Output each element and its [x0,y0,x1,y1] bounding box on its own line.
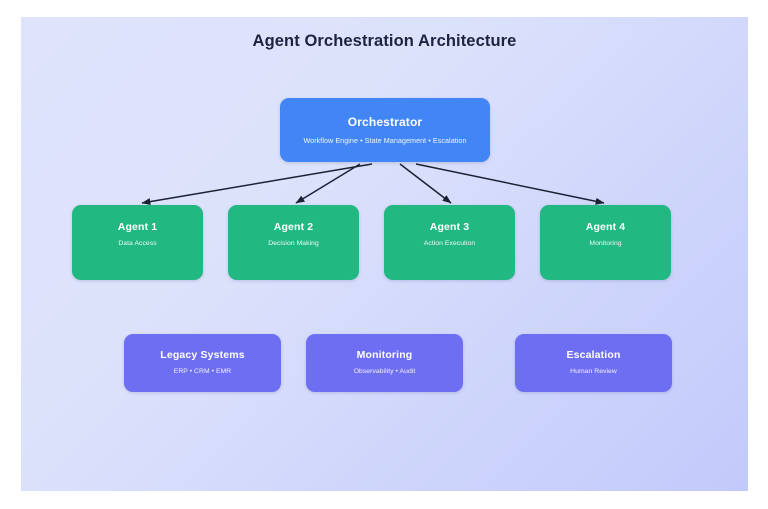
node-monitoring[interactable]: Monitoring Observability • Audit [306,334,463,392]
node-legacy-systems-subtitle: ERP • CRM • EMR [173,367,232,375]
node-escalation[interactable]: Escalation Human Review [515,334,672,392]
node-escalation-title: Escalation [566,349,621,361]
node-agent-3-title: Agent 3 [429,221,470,233]
node-agent-1-title: Agent 1 [117,221,158,233]
node-monitoring-title: Monitoring [356,349,413,361]
connector-orchestrator-agent-3 [399,163,452,204]
diagram-canvas: Agent Orchestration Architecture Orchest… [21,17,748,491]
node-agent-2-title: Agent 2 [273,221,314,233]
node-orchestrator[interactable]: Orchestrator Workflow Engine • State Man… [280,98,490,162]
node-legacy-systems-title: Legacy Systems [160,349,245,361]
connector-orchestrator-agent-4 [415,163,605,205]
connector-orchestrator-agent-1 [141,163,373,206]
connector-orchestrator-agent-2 [295,163,361,204]
node-orchestrator-subtitle: Workflow Engine • State Management • Esc… [303,136,467,145]
node-legacy-systems[interactable]: Legacy Systems ERP • CRM • EMR [124,334,281,392]
node-agent-3[interactable]: Agent 3 Action Execution [384,205,515,280]
page-title: Agent Orchestration Architecture [252,32,517,50]
node-agent-2-subtitle: Decision Making [268,239,319,247]
node-monitoring-subtitle: Observability • Audit [353,367,416,375]
node-agent-4[interactable]: Agent 4 Monitoring [540,205,671,280]
node-agent-4-title: Agent 4 [585,221,626,233]
node-agent-1[interactable]: Agent 1 Data Access [72,205,203,280]
node-agent-2[interactable]: Agent 2 Decision Making [228,205,359,280]
node-orchestrator-title: Orchestrator [347,115,423,129]
node-agent-3-subtitle: Action Execution [423,239,476,247]
node-escalation-subtitle: Human Review [570,367,617,375]
node-agent-1-subtitle: Data Access [118,239,157,247]
node-agent-4-subtitle: Monitoring [589,239,622,247]
